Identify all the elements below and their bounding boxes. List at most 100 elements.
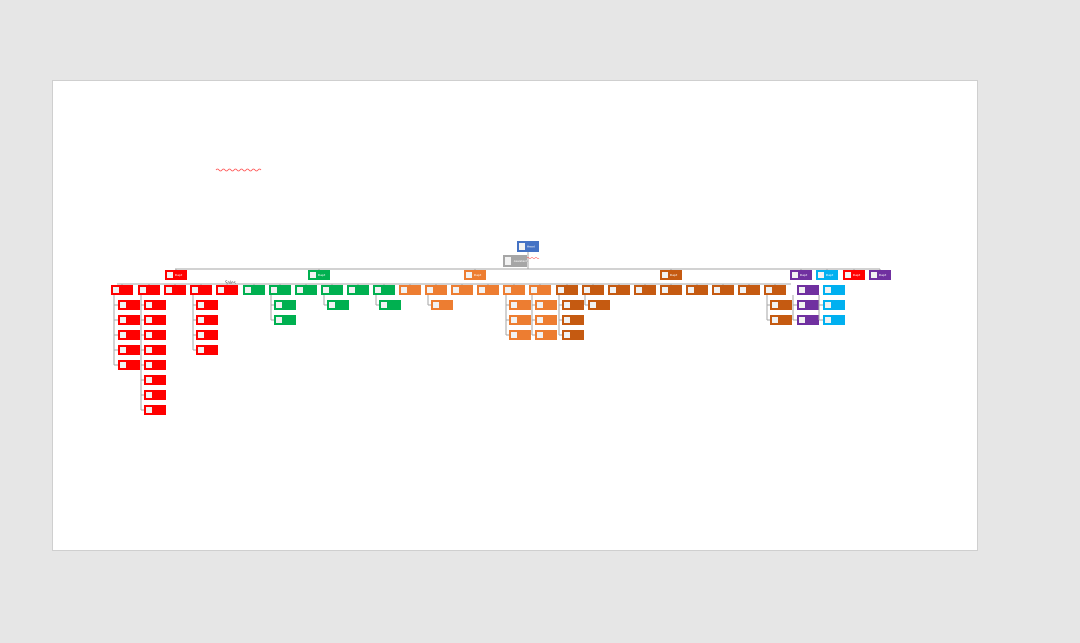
unit-node-box <box>712 285 734 295</box>
sub-unit-node[interactable] <box>196 315 218 325</box>
unit-node[interactable] <box>686 285 708 295</box>
sub-unit-node[interactable] <box>274 300 296 310</box>
sub-unit-node[interactable] <box>535 330 557 340</box>
unit-node[interactable] <box>582 285 604 295</box>
sub-unit-node[interactable] <box>144 375 166 385</box>
unit-node-box <box>823 285 845 295</box>
photo-placeholder-icon <box>799 302 805 308</box>
unit-node[interactable] <box>503 285 525 295</box>
photo-placeholder-icon <box>381 302 387 308</box>
department-node-box <box>816 270 838 280</box>
unit-node[interactable] <box>556 285 578 295</box>
assistant-node-label: Assistant <box>514 259 528 263</box>
sub-unit-node[interactable] <box>327 300 349 310</box>
sub-unit-node[interactable] <box>118 330 140 340</box>
assistant-node[interactable]: Assistant <box>503 255 528 267</box>
unit-node[interactable] <box>347 285 369 295</box>
unit-node-box <box>529 285 551 295</box>
sub-unit-node[interactable] <box>118 315 140 325</box>
sub-unit-node[interactable] <box>562 330 584 340</box>
sub-unit-node[interactable] <box>144 360 166 370</box>
department-node[interactable]: Dept <box>165 270 187 280</box>
unit-node[interactable] <box>243 285 265 295</box>
department-node[interactable]: Dept <box>843 270 865 280</box>
unit-node[interactable] <box>269 285 291 295</box>
unit-node[interactable] <box>295 285 317 295</box>
department-node[interactable]: Dept <box>308 270 330 280</box>
sub-unit-node[interactable] <box>797 315 819 325</box>
photo-placeholder-icon <box>564 302 570 308</box>
unit-node[interactable] <box>164 285 186 295</box>
unit-node[interactable] <box>712 285 734 295</box>
department-node[interactable]: Dept <box>790 270 812 280</box>
sub-unit-node[interactable] <box>118 345 140 355</box>
unit-node[interactable] <box>529 285 551 295</box>
photo-placeholder-icon <box>740 287 746 293</box>
photo-placeholder-icon <box>772 317 778 323</box>
sub-unit-node[interactable] <box>588 300 610 310</box>
sub-unit-node[interactable] <box>509 315 531 325</box>
unit-node[interactable] <box>111 285 133 295</box>
sub-unit-node[interactable] <box>823 315 845 325</box>
unit-node[interactable] <box>451 285 473 295</box>
sub-unit-node[interactable] <box>274 315 296 325</box>
unit-node[interactable] <box>608 285 630 295</box>
unit-node[interactable] <box>373 285 395 295</box>
unit-node[interactable] <box>634 285 656 295</box>
sub-unit-node[interactable] <box>144 330 166 340</box>
sub-unit-node[interactable] <box>196 300 218 310</box>
photo-placeholder-icon <box>146 302 152 308</box>
unit-node[interactable] <box>764 285 786 295</box>
sub-unit-node[interactable] <box>196 345 218 355</box>
photo-placeholder-icon <box>466 272 472 278</box>
sub-unit-node[interactable] <box>823 300 845 310</box>
department-node[interactable]: Dept <box>464 270 486 280</box>
photo-placeholder-icon <box>662 287 668 293</box>
sub-unit-node[interactable] <box>118 360 140 370</box>
photo-placeholder-icon <box>818 272 824 278</box>
department-node-box <box>464 270 486 280</box>
department-node-box <box>790 270 812 280</box>
unit-node[interactable] <box>477 285 499 295</box>
photo-placeholder-icon <box>140 287 146 293</box>
unit-node[interactable] <box>738 285 760 295</box>
department-node[interactable]: Dept <box>869 270 891 280</box>
root-node[interactable]: Head <box>517 241 539 252</box>
sub-unit-node[interactable] <box>144 390 166 400</box>
sub-unit-node[interactable] <box>144 405 166 415</box>
sub-unit-node[interactable] <box>118 300 140 310</box>
unit-node[interactable] <box>660 285 682 295</box>
department-node[interactable]: Dept <box>660 270 682 280</box>
sub-unit-node[interactable] <box>144 300 166 310</box>
unit-node[interactable] <box>797 285 819 295</box>
photo-placeholder-icon <box>427 287 433 293</box>
unit-node[interactable] <box>216 285 238 295</box>
unit-node[interactable] <box>190 285 212 295</box>
sub-unit-node[interactable] <box>535 315 557 325</box>
sub-unit-node[interactable] <box>770 300 792 310</box>
sub-unit-node[interactable] <box>509 330 531 340</box>
photo-placeholder-icon <box>146 347 152 353</box>
sub-unit-node[interactable] <box>509 300 531 310</box>
department-node-box <box>660 270 682 280</box>
sub-unit-node[interactable] <box>562 315 584 325</box>
sub-unit-node[interactable] <box>535 300 557 310</box>
sub-unit-node-box <box>144 315 166 325</box>
unit-node[interactable] <box>321 285 343 295</box>
unit-node[interactable] <box>399 285 421 295</box>
photo-placeholder-icon <box>792 272 798 278</box>
unit-node[interactable] <box>425 285 447 295</box>
sub-unit-node[interactable] <box>797 300 819 310</box>
sub-unit-node[interactable] <box>431 300 453 310</box>
unit-node[interactable] <box>823 285 845 295</box>
sub-unit-node[interactable] <box>196 330 218 340</box>
sub-unit-node[interactable] <box>562 300 584 310</box>
unit-node[interactable] <box>138 285 160 295</box>
sub-unit-node[interactable] <box>770 315 792 325</box>
sub-unit-node-box <box>588 300 610 310</box>
sub-unit-node[interactable] <box>379 300 401 310</box>
sub-unit-node[interactable] <box>144 345 166 355</box>
department-node[interactable]: Dept <box>816 270 838 280</box>
department-node-box <box>165 270 187 280</box>
sub-unit-node[interactable] <box>144 315 166 325</box>
